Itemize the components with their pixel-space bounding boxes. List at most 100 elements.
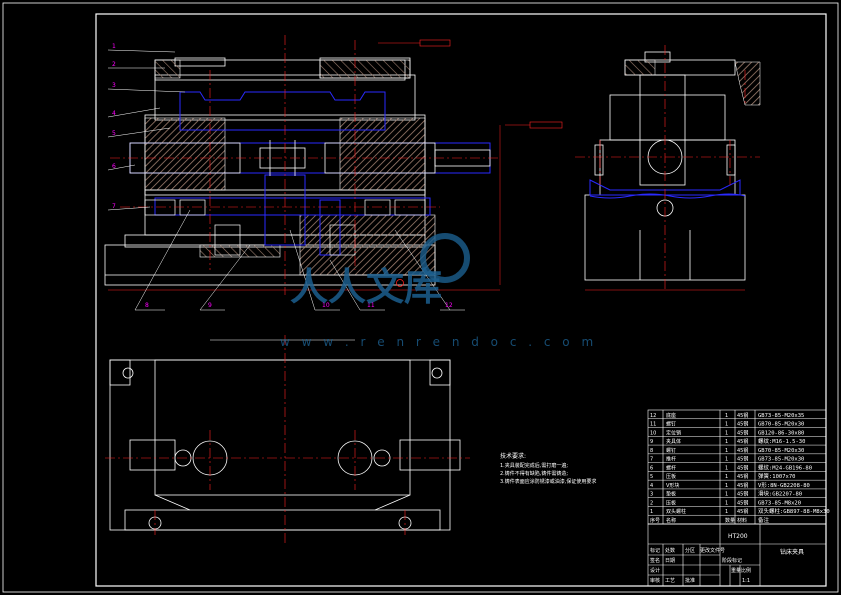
title-block-cell-mark: 标记	[650, 547, 660, 554]
balloon-9: 9	[208, 302, 212, 309]
bom-cell-mat: 45钢	[737, 508, 748, 515]
bom-cell-std: 双头螺柱:GB897-88-M8x30	[758, 507, 830, 515]
bom-cell-qty: 1	[725, 474, 728, 480]
front-centerlines	[110, 35, 500, 295]
bom-cell-qty: 1	[725, 448, 728, 454]
bom-cell-no: 序号	[650, 517, 660, 524]
tech-req-title: 技术要求:	[500, 452, 526, 460]
bom-cell-no: 12	[650, 413, 656, 419]
bom-cell-std: GB73-85-M20x30	[758, 457, 804, 463]
side-centerlines	[575, 45, 760, 290]
bom-cell-no: 3	[650, 492, 653, 498]
watermark-text: 人人文库	[290, 264, 442, 309]
bom-cell-qty: 1	[725, 413, 728, 419]
front-hatch-cap	[154, 59, 181, 79]
bom-cell-mat: 45钢	[737, 491, 748, 498]
title-block-cell-zone: 分区	[685, 547, 695, 554]
side-hatch-profile	[734, 61, 761, 106]
bom-cell-no: 4	[650, 483, 653, 489]
title-block-cell-approve: 批准	[685, 577, 695, 584]
bom-cell-mat: 45钢	[737, 429, 748, 436]
bom-cell-std: GB70-85-M20x30	[758, 448, 804, 454]
title-block-cell-change: 更改文件号	[700, 547, 725, 554]
front-dimensions	[108, 42, 530, 291]
bom-cell-no: 6	[650, 465, 653, 471]
bom-cell-qty: 1	[725, 483, 728, 489]
red-dim-tag-right	[529, 121, 563, 129]
front-hatch-top	[319, 59, 411, 79]
bom-cell-std: GB70-85-M20x30	[758, 422, 804, 428]
bom-cell-std: V形:8N-GB2208-80	[758, 481, 810, 489]
front-hatch-right	[339, 117, 426, 191]
title-block-cell-scale: 比例	[741, 567, 751, 574]
balloon-7: 7	[112, 203, 116, 210]
balloon-3: 3	[112, 82, 116, 89]
bom-cell-qty: 1	[725, 422, 728, 428]
bom-cell-name: V形块	[666, 482, 679, 489]
title-block-cell-process: 工艺	[665, 578, 675, 584]
bom-cell-qty: 1	[725, 439, 728, 445]
bom-cell-mat: 45钢	[737, 438, 748, 445]
title-block-scale-value: 1:1	[742, 578, 750, 584]
bom-cell-mat: 45钢	[737, 482, 748, 489]
bom-cell-mat: 45钢	[737, 421, 748, 428]
top-view-holes	[122, 367, 443, 530]
balloon-4: 4	[112, 110, 116, 117]
bom-cell-qty: 1	[725, 492, 728, 498]
bom-cell-std: 弹簧:1007x70	[758, 472, 796, 480]
front-hatch-left	[144, 117, 226, 191]
balloon-1: 1	[112, 43, 116, 50]
top-view	[109, 359, 461, 531]
bom-cell-mat: 45钢	[737, 412, 748, 419]
bom-cell-qty: 1	[725, 500, 728, 506]
bom-cell-no: 9	[650, 439, 653, 445]
side-hatch-top	[624, 59, 656, 76]
bom-cell-name: 压板	[666, 499, 676, 506]
bom-cell-name: 螺杆	[666, 464, 676, 471]
title-block-material: HT200	[728, 533, 748, 540]
bom-cell-name: 双头螺柱	[666, 508, 686, 515]
bom-cell-mat: 材料	[737, 517, 747, 524]
bom-cell-no: 8	[650, 448, 653, 454]
balloon-11: 11	[367, 302, 375, 309]
bom-cell-name: 夹具体	[666, 438, 681, 445]
bom-cell-std: 滑块:GB2207-80	[758, 490, 802, 498]
red-mark	[396, 279, 404, 287]
bom-cell-qty: 1	[725, 430, 728, 436]
bom-cell-qty: 1	[725, 457, 728, 463]
balloon-6: 6	[112, 163, 116, 170]
bom-cell-qty: 1	[725, 465, 728, 471]
bom-cell-no: 2	[650, 500, 653, 506]
bom-cell-no: 7	[650, 457, 653, 463]
title-block-drawing-name: 钻床夹具	[780, 548, 804, 556]
bom-cell-mat: 45钢	[737, 447, 748, 454]
bom-cell-name: 螺钉	[666, 447, 676, 454]
title-block-cell-stage: 阶段标记	[722, 557, 742, 564]
tech-req-item-2: 2.铸件不得有缺陷,铸件需铸造;	[500, 470, 568, 477]
side-v-block	[589, 179, 741, 196]
bom-cell-name: 压板	[666, 473, 676, 480]
bom-cell-qty: 1	[725, 509, 728, 515]
title-block-cell-design: 设计	[650, 567, 660, 574]
sheet-inner-border	[95, 13, 827, 587]
bom-cell-mat: 45钢	[737, 456, 748, 463]
balloon-5: 5	[112, 130, 116, 137]
bom-cell-std: GB73-85-M8x20	[758, 500, 801, 506]
title-block-cell-date: 日期	[665, 558, 675, 564]
title-block-cell-weight: 重量	[731, 567, 741, 574]
bom-cell-name: 名称	[666, 517, 676, 524]
bom-cell-no: 10	[650, 430, 656, 436]
bom-cell-no: 5	[650, 474, 653, 480]
bom-cell-mat: 45钢	[737, 499, 748, 506]
bom-cell-name: 定位销	[666, 429, 681, 436]
title-block-cell-count: 处数	[665, 547, 675, 554]
bom-cell-no: 11	[650, 422, 656, 428]
bom-cell-name: 底座	[666, 412, 676, 419]
bom-cell-name: 垫板	[666, 491, 676, 498]
watermark-url: w w w . r e n r e n d o c . c o m	[280, 335, 597, 349]
bom-cell-name: 推杆	[666, 456, 676, 463]
bom-cell-no: 1	[650, 509, 653, 515]
